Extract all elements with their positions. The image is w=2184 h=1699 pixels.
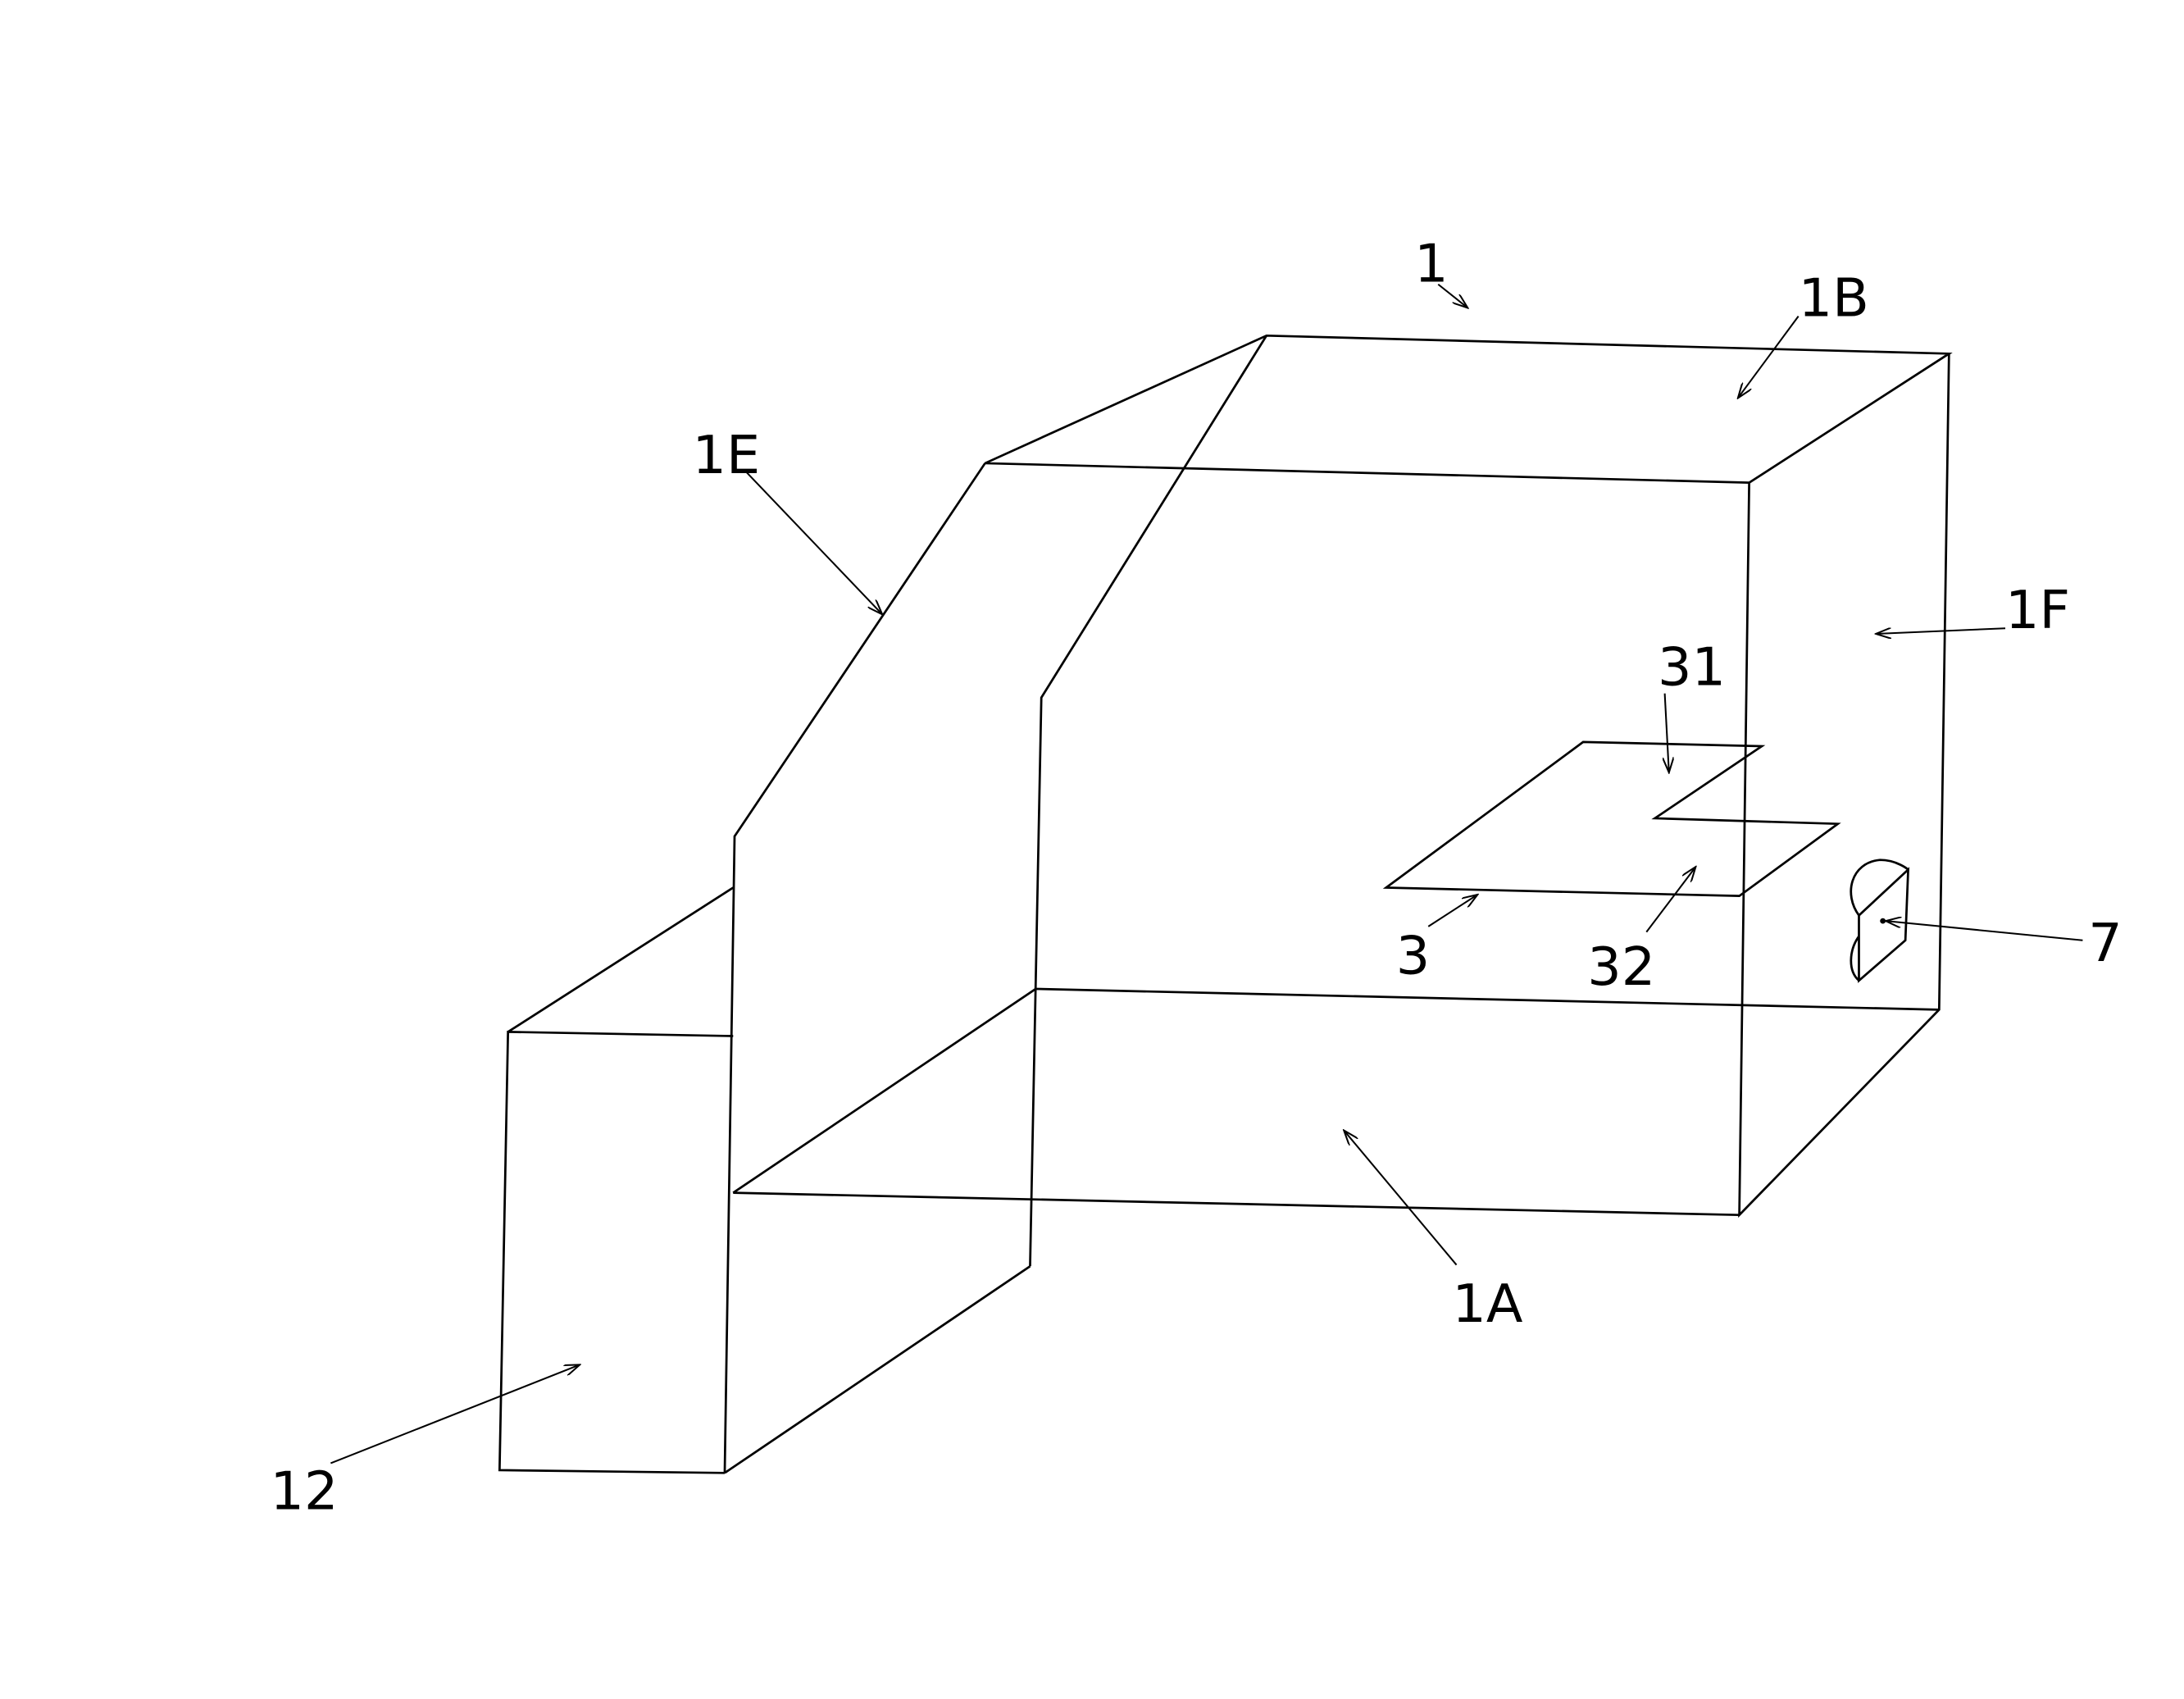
box-12 [498, 886, 735, 1474]
label-1: 1 [1414, 234, 1449, 294]
lock-7 [1850, 859, 1910, 983]
label-32: 32 [1587, 936, 1655, 997]
label-1a: 1A [1452, 1273, 1522, 1334]
label-3: 3 [1396, 926, 1431, 986]
label-1b: 1B [1799, 268, 1869, 329]
label-31: 31 [1658, 637, 1726, 698]
plate-3 [1382, 740, 1841, 898]
label-7: 7 [2088, 913, 2123, 974]
housing-body [732, 334, 1953, 1218]
label-1e: 1E [693, 425, 761, 485]
leader-arrows [330, 283, 2083, 1464]
label-1f: 1F [2005, 581, 2070, 641]
chute-1e [723, 335, 1268, 1474]
label-12: 12 [271, 1461, 339, 1522]
